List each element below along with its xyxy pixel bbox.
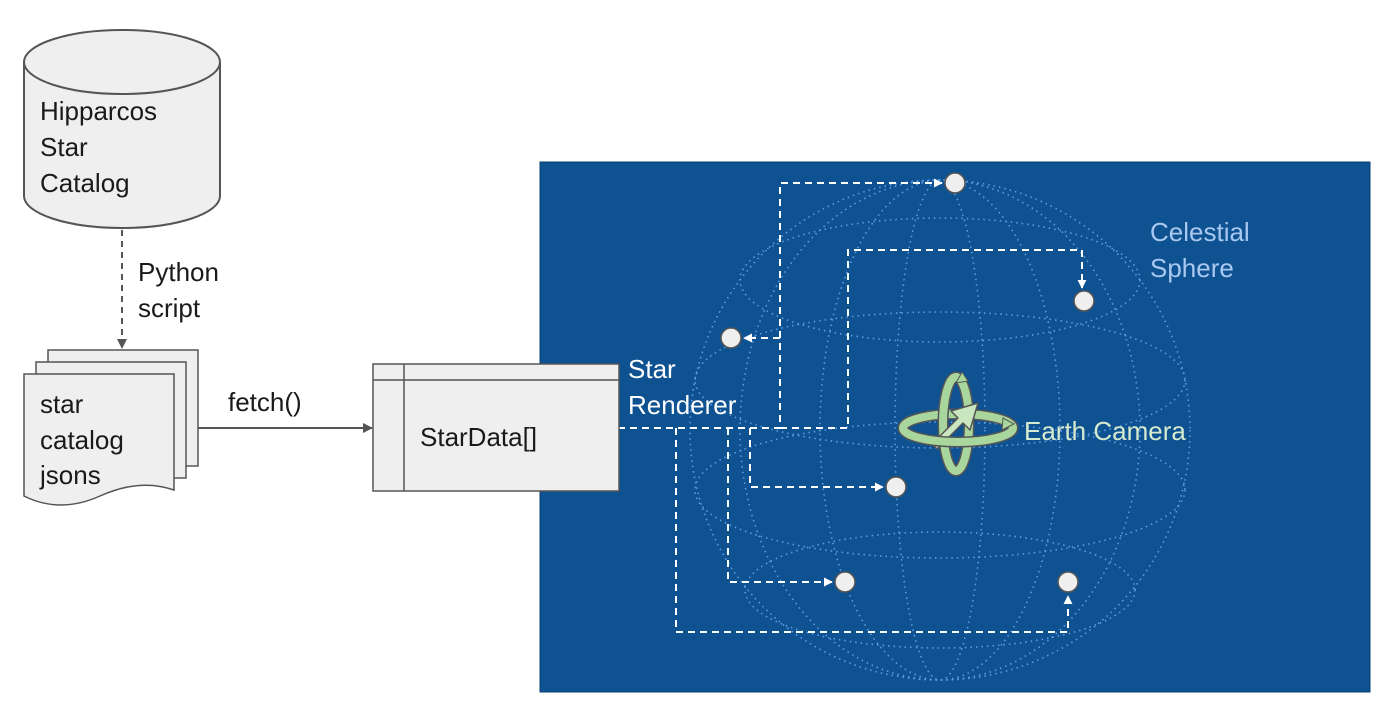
documents-label-line2: catalog [40,425,124,455]
fetch-label: fetch() [228,387,302,417]
star-point [1073,290,1095,312]
celestial-sphere-label-line2: Sphere [1150,253,1234,283]
earth-camera-icon [897,371,1019,477]
database-label-line1: Hipparcos [40,96,157,126]
star-renderer-label-line1: Star [628,354,676,384]
database-label-line3: Catalog [40,168,130,198]
documents-label-line1: star [40,389,84,419]
database-label-line2: Star [40,132,88,162]
star-renderer-label-line2: Renderer [628,390,737,420]
star-point [1057,571,1079,593]
star-point [885,476,907,498]
star-data-label: StarData[] [420,422,537,452]
star-data-box: StarData[] [372,363,620,492]
python-script-label-line1: Python [138,257,219,287]
catalog-json-documents: star catalog jsons [23,349,199,506]
star-catalog-database: Hipparcos Star Catalog [23,29,221,229]
star-points [720,172,1095,593]
celestial-sphere-label-line1: Celestial [1150,217,1250,247]
star-point [944,172,966,194]
star-connectors [618,178,1087,633]
python-script-label-line2: script [138,293,201,323]
documents-label-line3: jsons [39,460,101,490]
earth-camera-label: Earth Camera [1024,416,1186,446]
star-point [720,327,742,349]
star-point [834,571,856,593]
